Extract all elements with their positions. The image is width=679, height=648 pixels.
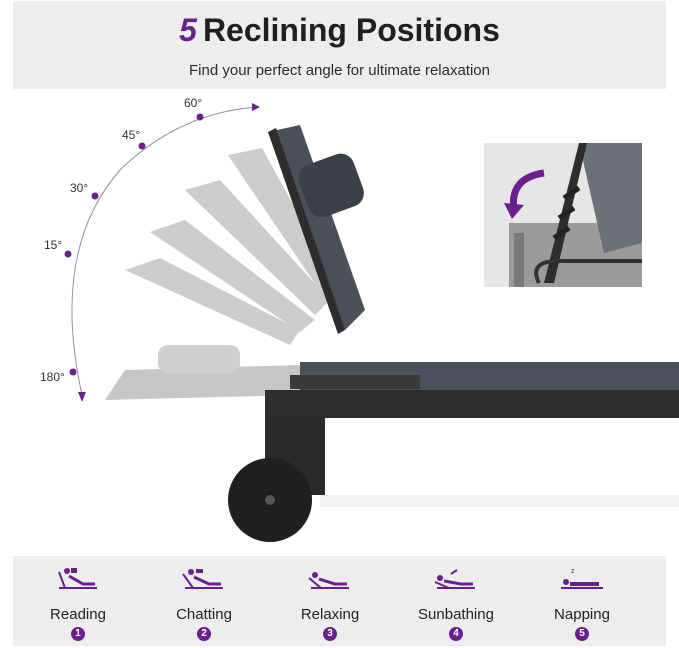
angle-dot-180 xyxy=(69,368,77,376)
wheel-hub xyxy=(265,495,275,505)
headrest-pillow xyxy=(298,153,364,218)
reclining-person-icon xyxy=(182,569,223,589)
product-illustration: 60° 45° 30° 15° 180° xyxy=(0,92,679,552)
positions-bar: Reading 1 Chatting 2 Relaxing 3 Sunbathi… xyxy=(13,556,666,646)
position-label: Napping xyxy=(554,606,610,623)
angle-label-15: 15° xyxy=(44,238,63,252)
reclining-person-icon xyxy=(308,572,349,589)
inset-teeth xyxy=(552,185,581,241)
angle-dot-15 xyxy=(64,250,72,258)
angle-label-180: 180° xyxy=(40,370,65,384)
angle-label-30: 30° xyxy=(70,181,89,195)
angle-arc xyxy=(71,106,259,396)
angle-dot-30 xyxy=(91,192,99,200)
position-label: Reading xyxy=(50,606,106,623)
inset-leg xyxy=(514,233,524,287)
seat-frame xyxy=(265,390,679,418)
backrest-ghost-flat xyxy=(105,365,300,400)
position-label: Chatting xyxy=(176,606,232,623)
position-item-reading: Reading 1 xyxy=(18,556,138,646)
inset-support-bar xyxy=(534,259,642,284)
position-number-badge: 1 xyxy=(71,627,85,641)
position-number-badge: 3 xyxy=(323,627,337,641)
position-item-napping: z Napping 5 xyxy=(522,556,642,646)
backrest-ghost-15 xyxy=(125,258,300,345)
pillow-ghost xyxy=(158,345,240,373)
position-item-sunbathing: Sunbathing 4 xyxy=(396,556,516,646)
position-number-badge: 2 xyxy=(197,627,211,641)
inset-backrest xyxy=(579,143,642,253)
lounger-drawing xyxy=(64,103,679,542)
position-item-relaxing: Relaxing 3 xyxy=(270,556,390,646)
arc-arrow-tail-icon xyxy=(78,392,86,402)
adjustment-detail-inset xyxy=(484,143,642,287)
reclining-person-icon: z xyxy=(561,568,603,589)
position-number-badge: 5 xyxy=(575,627,589,641)
backrest-ghost-45 xyxy=(185,180,330,315)
arc-arrow-head-icon xyxy=(252,103,260,111)
svg-text:z: z xyxy=(571,568,575,575)
position-label: Sunbathing xyxy=(418,606,494,623)
backrest-frame xyxy=(268,128,345,334)
angle-label-45: 45° xyxy=(122,128,141,142)
title-number: 5 xyxy=(179,12,197,48)
position-number-badge: 4 xyxy=(449,627,463,641)
backrest-ghost-30 xyxy=(150,220,315,332)
angle-dot-45 xyxy=(138,142,146,150)
page-subtitle: Find your perfect angle for ultimate rel… xyxy=(189,62,490,79)
floor-shadow xyxy=(320,495,679,507)
position-item-chatting: Chatting 2 xyxy=(144,556,264,646)
angle-label-60: 60° xyxy=(184,96,203,110)
angle-dot-60 xyxy=(196,113,204,121)
backrest-ghost-60 xyxy=(228,148,340,300)
title-text: Reclining Positions xyxy=(202,12,500,48)
reclining-person-icon xyxy=(434,569,475,589)
reclining-person-icon xyxy=(58,568,97,589)
seat-rail xyxy=(290,375,420,389)
adjustment-detail-drawing xyxy=(504,143,642,287)
position-label: Relaxing xyxy=(300,606,360,623)
curved-arrow-head-icon xyxy=(504,203,524,219)
